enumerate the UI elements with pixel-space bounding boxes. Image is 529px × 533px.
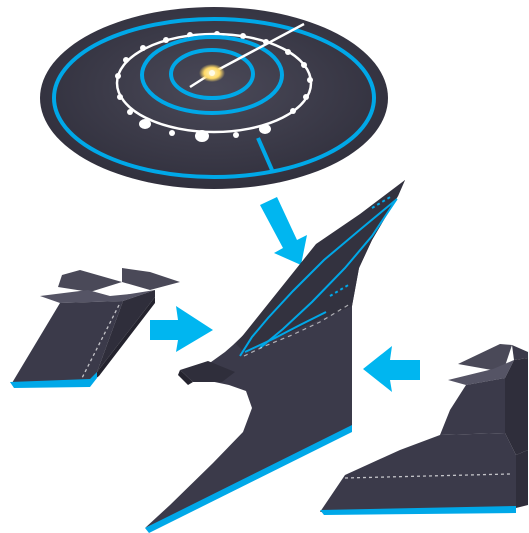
- arrow-left-icon: [363, 346, 420, 392]
- radar-disc-icon: [40, 7, 388, 189]
- arrow-down-icon: [260, 197, 307, 265]
- arrow-right-icon: [150, 306, 213, 352]
